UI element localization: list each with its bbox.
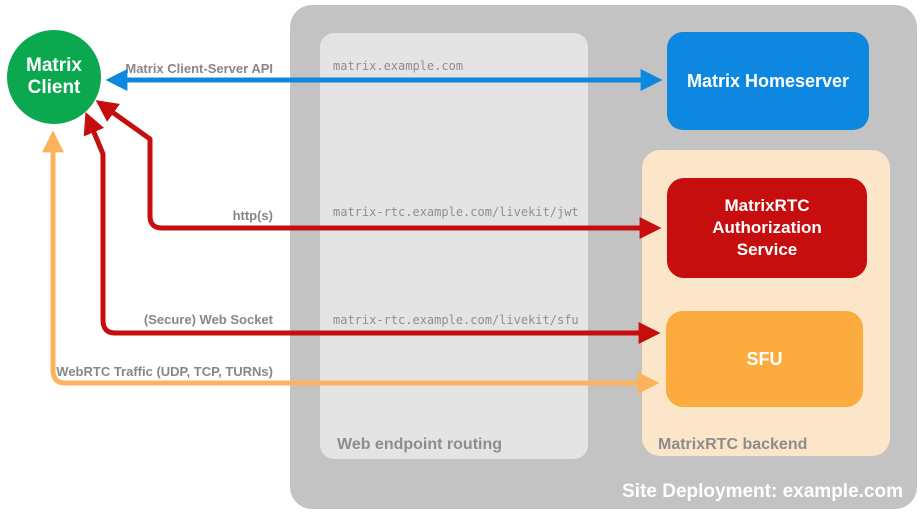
matrix-client-node: Matrix Client (7, 30, 101, 124)
arrow-label-client-server-api: Matrix Client-Server API (125, 61, 273, 76)
web-endpoint-routing-label: Web endpoint routing (337, 436, 503, 453)
matrixrtc-authorization-service-label: MatrixRTC Authorization Service (712, 196, 822, 259)
matrix-homeserver-label: Matrix Homeserver (686, 70, 850, 91)
arrow-label-secure-web-socket: (Secure) Web Socket (143, 312, 273, 327)
matrix-client-label-line2: Client (27, 77, 81, 98)
matrixrtc-backend-label: MatrixRTC backend (658, 436, 808, 453)
endpoint-url-livekit-sfu: matrix-rtc.example.com/livekit/sfu (333, 313, 579, 327)
matrixrtc-authorization-service-box: MatrixRTC Authorization Service (667, 178, 867, 278)
matrix-client-label-line1: Matrix (26, 55, 82, 76)
sfu-label: SFU (746, 348, 783, 369)
arrow-label-webrtc-traffic: WebRTC Traffic (UDP, TCP, TURNs) (56, 364, 273, 379)
arrow-label-https: http(s) (232, 208, 273, 223)
endpoint-url-livekit-jwt: matrix-rtc.example.com/livekit/jwt (333, 205, 579, 219)
endpoint-url-homeserver: matrix.example.com (333, 59, 464, 73)
site-deployment-label: Site Deployment: example.com (622, 481, 903, 502)
sfu-box: SFU (666, 311, 863, 407)
matrix-homeserver-box: Matrix Homeserver (667, 32, 869, 130)
web-endpoint-routing-panel (320, 33, 588, 459)
